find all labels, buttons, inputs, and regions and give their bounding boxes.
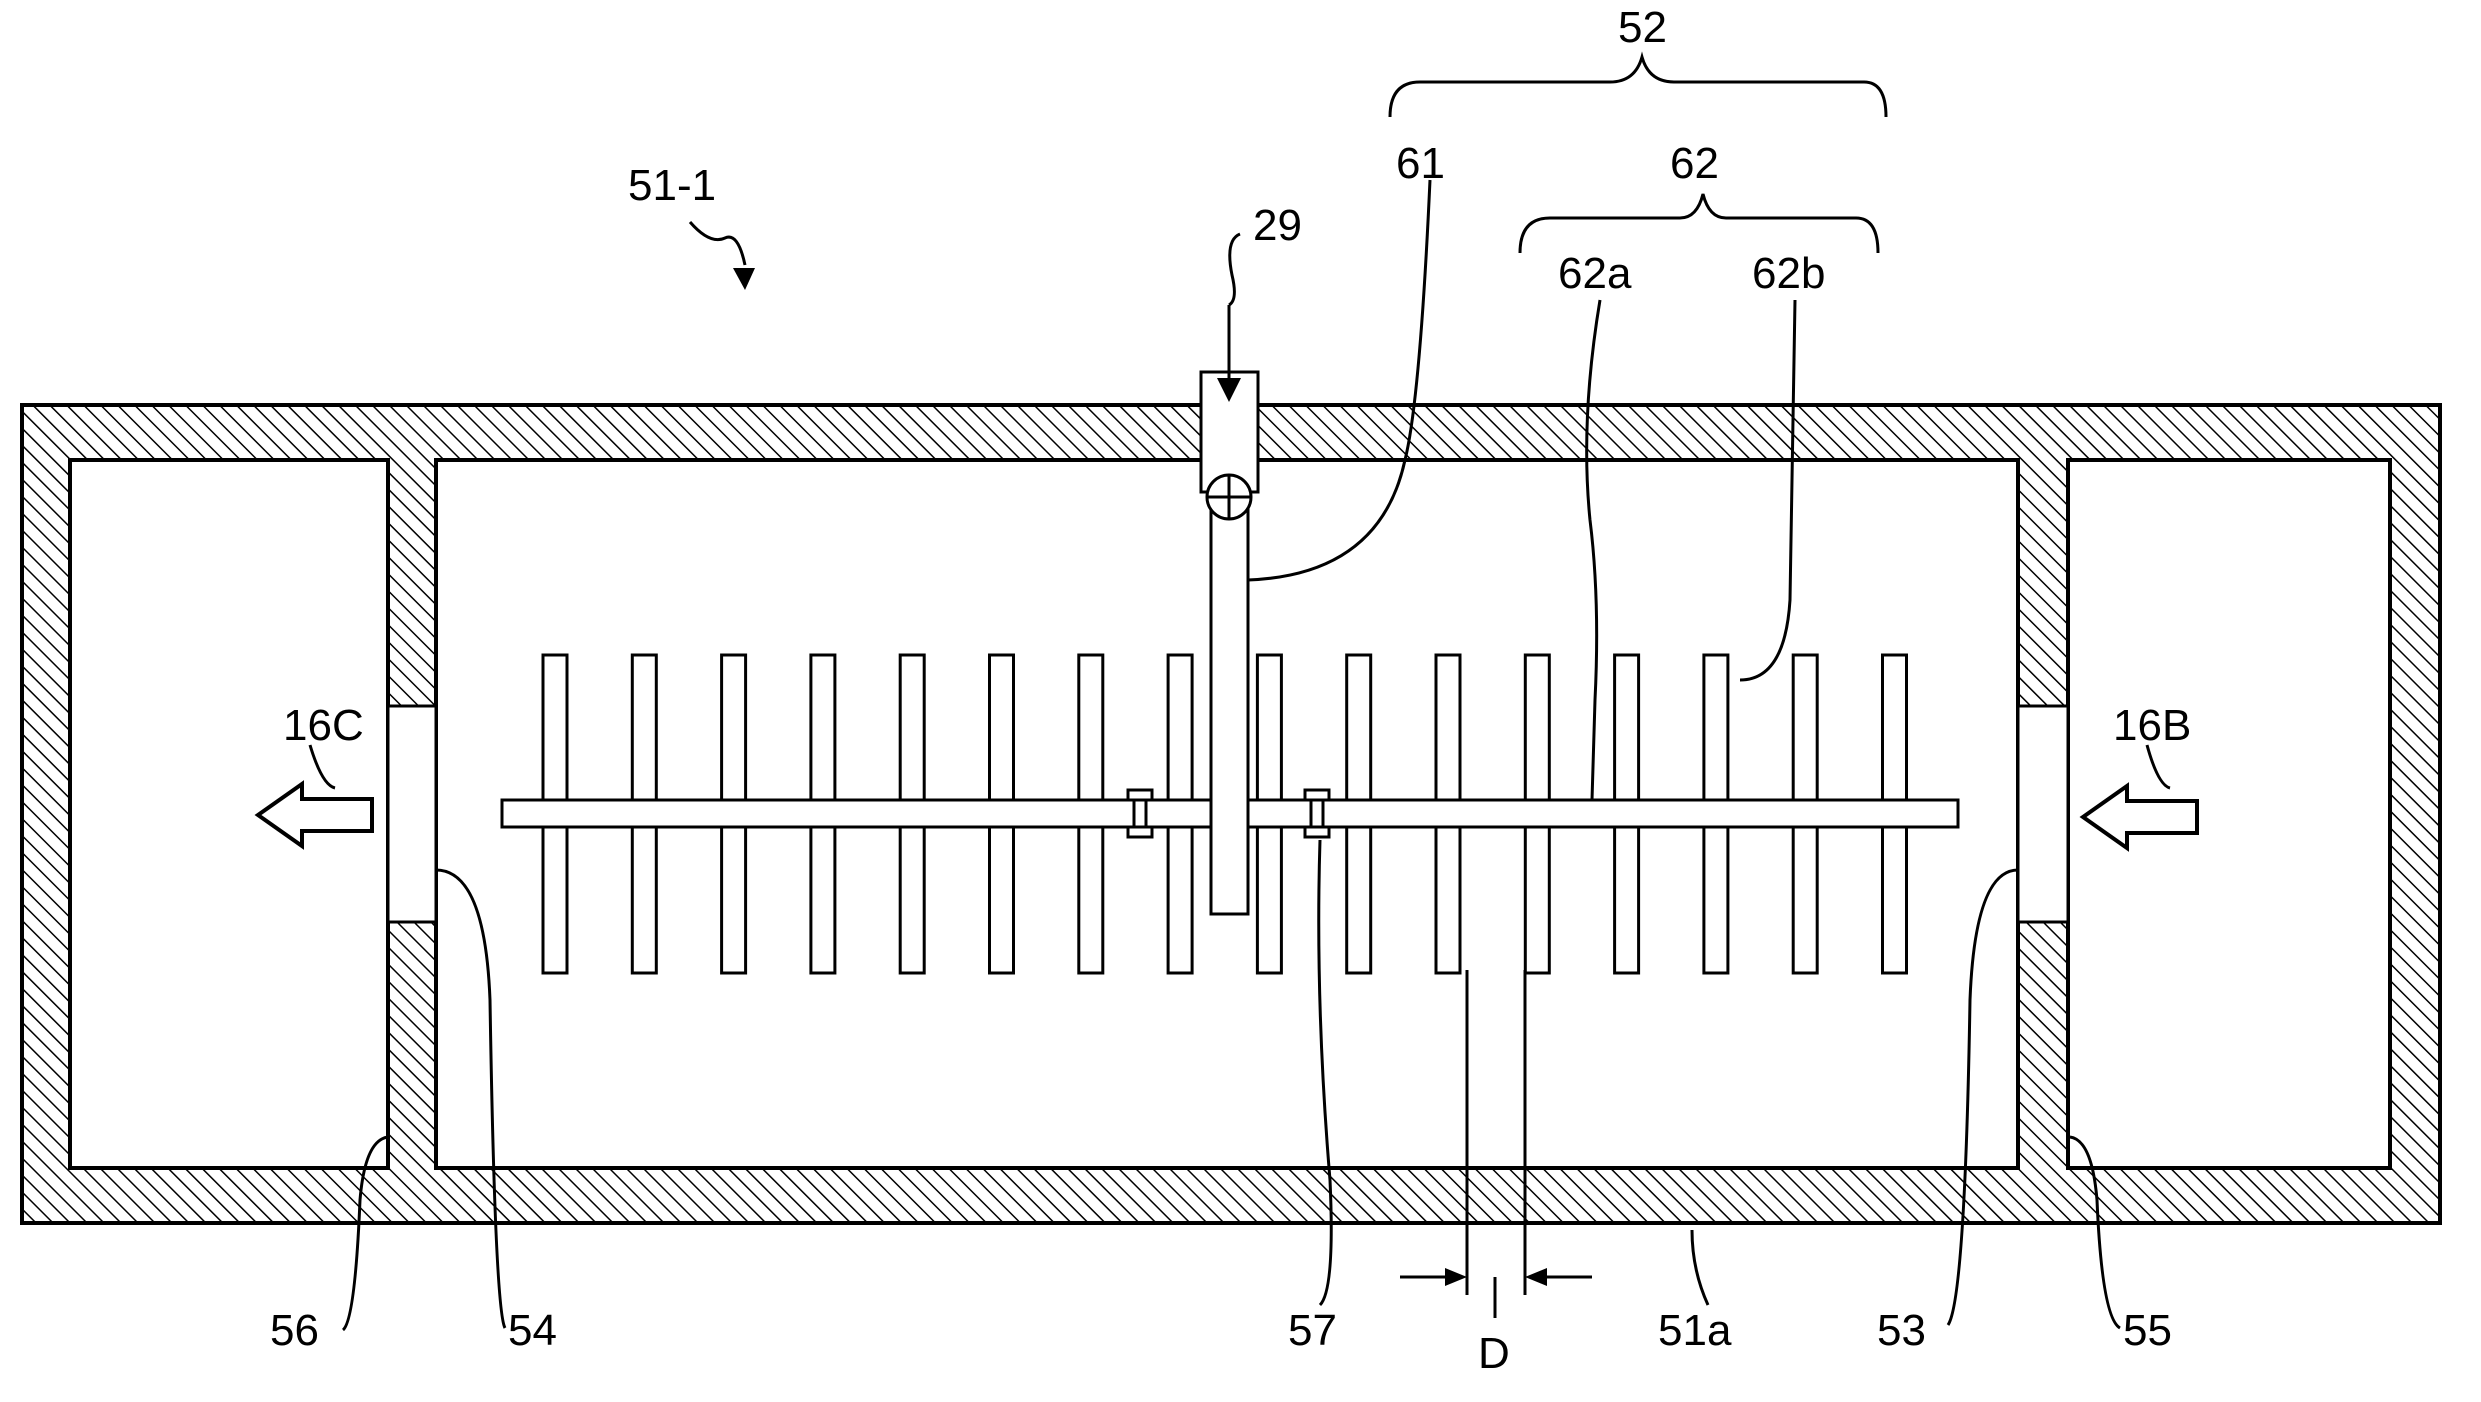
label-52: 52 [1618, 3, 1667, 52]
outflow-arrow-icon [254, 780, 374, 850]
leader-51a [1690, 1229, 1710, 1306]
leader-62a [1585, 299, 1602, 801]
leader-61 [1247, 179, 1432, 582]
leader-56 [341, 1135, 389, 1332]
label-56: 56 [270, 1306, 319, 1355]
leader-16B [2145, 744, 2171, 790]
leader-29 [1228, 232, 1241, 307]
leader-53 [1946, 868, 2019, 1326]
supply-arrow-icon [1217, 305, 1241, 402]
label-D: D [1478, 1329, 1510, 1378]
dimension-d [1400, 970, 1592, 1318]
label-62: 62 [1670, 139, 1719, 188]
label-62b: 62b [1752, 249, 1825, 298]
brace-52 [1388, 51, 1888, 118]
leader-57 [1317, 839, 1333, 1307]
label-16B: 16B [2113, 701, 2191, 750]
leader-16C [308, 744, 336, 790]
label-16C: 16C [283, 701, 364, 750]
housing-wall [20, 403, 2442, 1225]
label-51-1: 51-1 [628, 161, 716, 210]
leader-51-1 [688, 221, 747, 266]
inlet-opening-53 [2016, 704, 2070, 924]
label-51a: 51a [1658, 1306, 1732, 1355]
rotation-symbol-icon [1205, 473, 1253, 521]
coupling-left [1126, 788, 1154, 839]
label-55: 55 [2123, 1306, 2172, 1355]
coupling-57 [1303, 788, 1331, 839]
label-54: 54 [508, 1306, 557, 1355]
label-53: 53 [1877, 1306, 1926, 1355]
supply-tube-61 [1209, 490, 1250, 916]
leader-54 [435, 868, 507, 1329]
label-29: 29 [1253, 201, 1302, 250]
label-62a: 62a [1558, 249, 1632, 298]
inflow-arrow-icon [2079, 782, 2199, 852]
leader-55 [2069, 1135, 2121, 1330]
brace-62 [1518, 193, 1880, 254]
label-61: 61 [1396, 139, 1445, 188]
outlet-opening-54 [386, 704, 438, 924]
label-57: 57 [1288, 1306, 1337, 1355]
leader-62b [1739, 299, 1797, 682]
